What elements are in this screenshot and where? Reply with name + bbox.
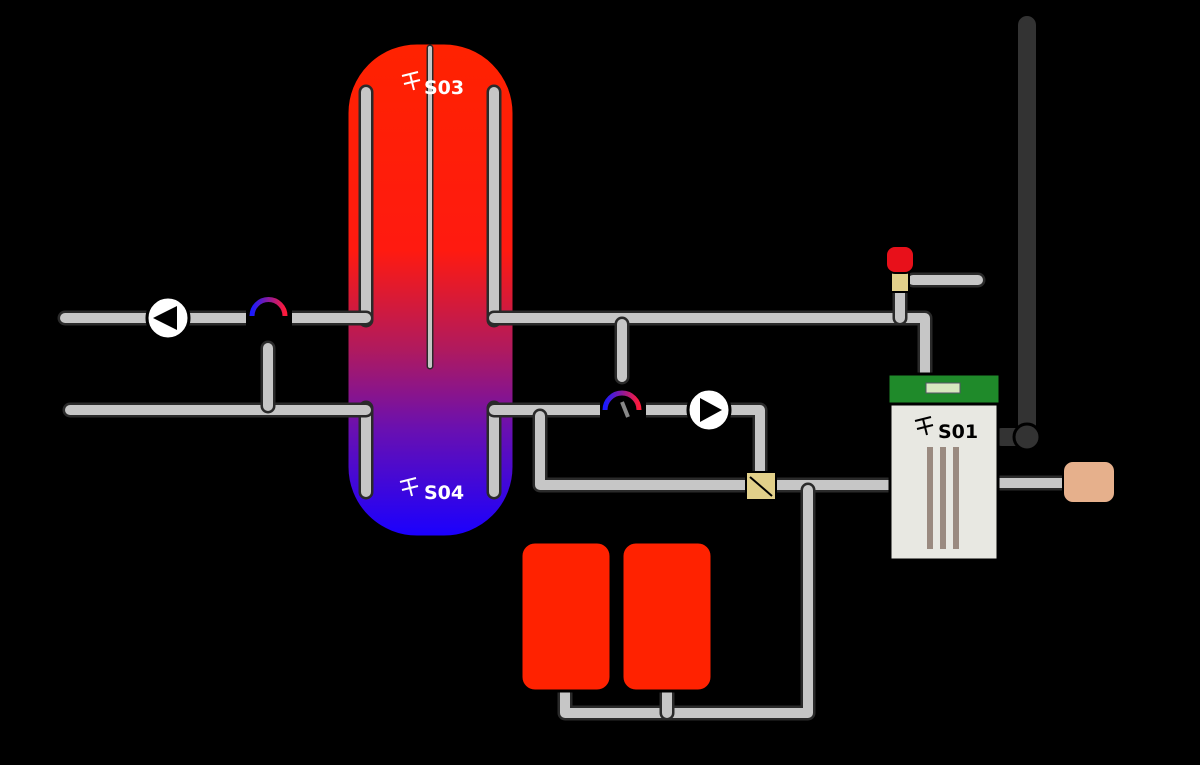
switch-valve[interactable]: [745, 471, 777, 501]
pump-icon: [153, 306, 177, 330]
tank-internal-pipes: [358, 44, 502, 500]
mixing-valve-boiler[interactable]: [600, 390, 646, 419]
temperature-sensor-icon: [914, 416, 934, 436]
flue-pipe: [989, 12, 1042, 452]
expansion-vessel-1: [519, 540, 613, 693]
sensor-s04[interactable]: S04: [399, 477, 464, 504]
mixing-valve-icon: [602, 390, 642, 411]
temperature-sensor-icon: [399, 477, 419, 497]
pump-icon: [700, 398, 722, 422]
sensor-label-s01: S01: [938, 421, 978, 443]
temperature-sensor-icon: [401, 71, 421, 91]
safety-valve-icon: [885, 245, 915, 274]
switch-valve-icon: [749, 476, 773, 497]
expansion-vessels: [519, 540, 714, 693]
sensor-label-s04: S04: [424, 482, 464, 504]
sensor-s03[interactable]: S03: [401, 71, 464, 99]
circulation-pump-boiler[interactable]: [686, 387, 732, 433]
safety-valve[interactable]: [885, 245, 915, 293]
sensor-s01[interactable]: S01: [914, 416, 978, 443]
expansion-vessel-2: [620, 540, 714, 693]
mixing-valve-heating[interactable]: [246, 297, 292, 328]
circulation-pump-heating[interactable]: [145, 295, 191, 341]
mixing-valve-icon: [249, 297, 288, 317]
boiler: [886, 372, 1002, 562]
sensor-label-s03: S03: [424, 77, 464, 99]
fuel-connector: [1062, 460, 1116, 504]
